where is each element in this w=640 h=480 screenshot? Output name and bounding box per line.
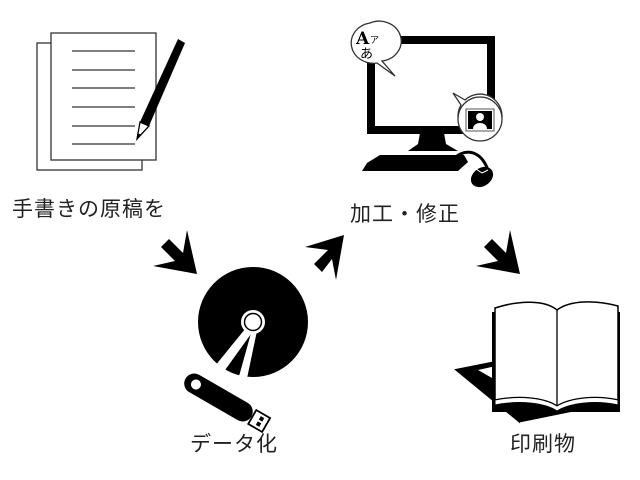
step-label-edit: 加工・修正 (350, 202, 460, 226)
monitor-icon (367, 36, 495, 151)
front-page (50, 32, 157, 161)
disc-icon (198, 267, 308, 388)
keyboard-icon (362, 155, 468, 171)
bubble-glyph-hiragana: あ (360, 47, 373, 62)
usb-drive-icon (182, 371, 272, 434)
text-lines (72, 50, 135, 145)
disc-and-usb-icon (182, 267, 308, 434)
step-label-digitize: データ化 (190, 432, 278, 456)
handwritten-document-icon (36, 32, 185, 171)
step-label-print: 印刷物 (510, 432, 576, 456)
step-label-manuscript: 手書きの原稿を (12, 197, 166, 221)
arrow-down-right-icon-2 (476, 230, 520, 274)
image-bubble-icon (452, 92, 503, 142)
pencil-icon (135, 39, 185, 142)
computer-editing-icon: A ア あ (350, 20, 503, 188)
bubble-glyph-latin: A (355, 29, 370, 49)
text-bubble-icon: A ア あ (350, 20, 402, 77)
mouse-icon (450, 150, 494, 188)
arrow-down-right-icon (153, 230, 197, 274)
printed-book-icon (451, 301, 620, 425)
arrow-up-right-icon (305, 235, 344, 280)
bubble-glyph-katakana: ア (370, 36, 379, 46)
open-book-icon (492, 301, 620, 412)
